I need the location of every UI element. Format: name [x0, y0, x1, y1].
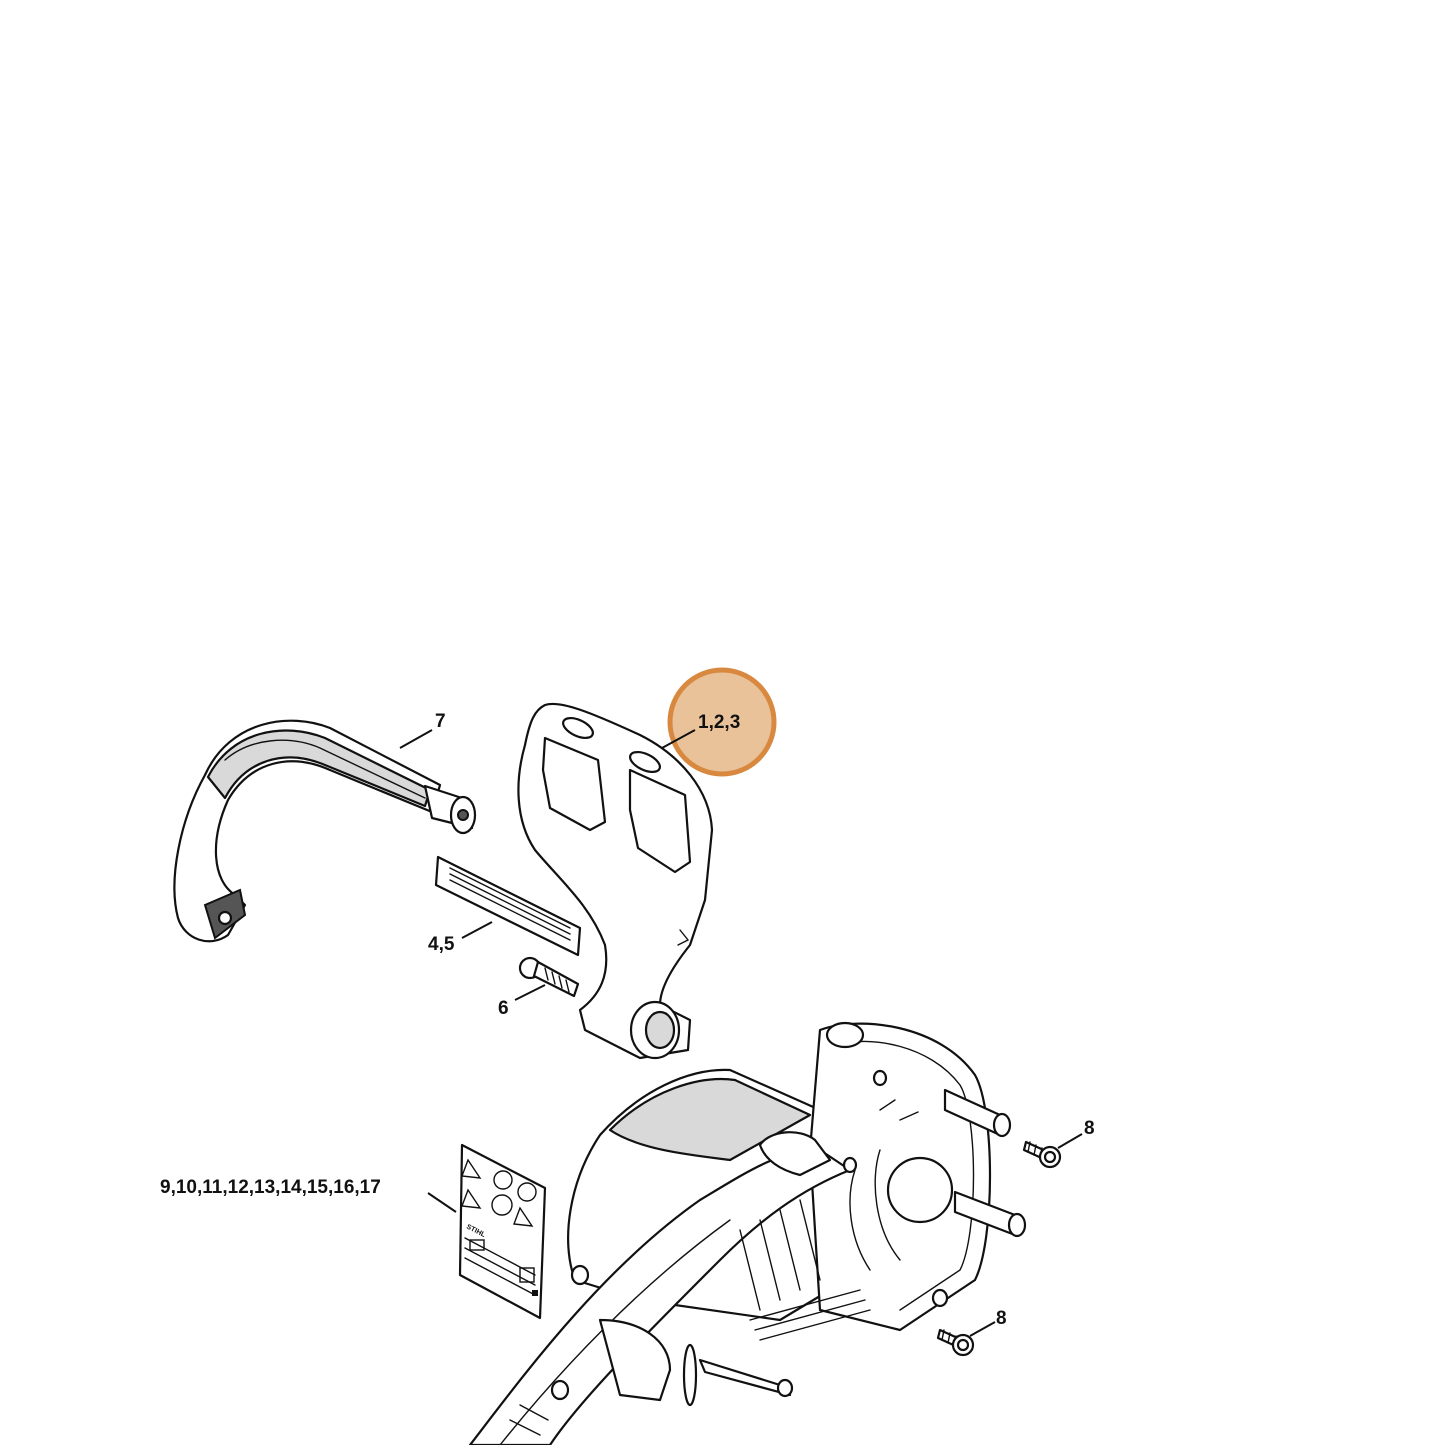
- callout-7: 7: [435, 711, 446, 732]
- hand-guard-part[interactable]: [517, 702, 714, 1060]
- callout-1-2-3: 1,2,3: [698, 712, 740, 733]
- decal-strip-part[interactable]: [434, 855, 582, 957]
- label-plate-part[interactable]: STIHL: [458, 1143, 547, 1320]
- highlight-circle: [667, 667, 777, 777]
- screw-8-lower-part[interactable]: [936, 1328, 975, 1357]
- callout-8-lower: 8: [996, 1308, 1007, 1329]
- callout-4-5: 4,5: [428, 934, 455, 955]
- callout-6: 6: [498, 998, 509, 1019]
- front-handle-part[interactable]: [173, 719, 477, 943]
- callout-8-upper: 8: [1084, 1118, 1095, 1139]
- callout-9-to-17: 9,10,11,12,13,14,15,16,17: [160, 1177, 381, 1198]
- screw-8-upper-part[interactable]: [1022, 1140, 1062, 1169]
- screw-part[interactable]: [518, 956, 580, 998]
- motor-housing-part[interactable]: [468, 1021, 1027, 1445]
